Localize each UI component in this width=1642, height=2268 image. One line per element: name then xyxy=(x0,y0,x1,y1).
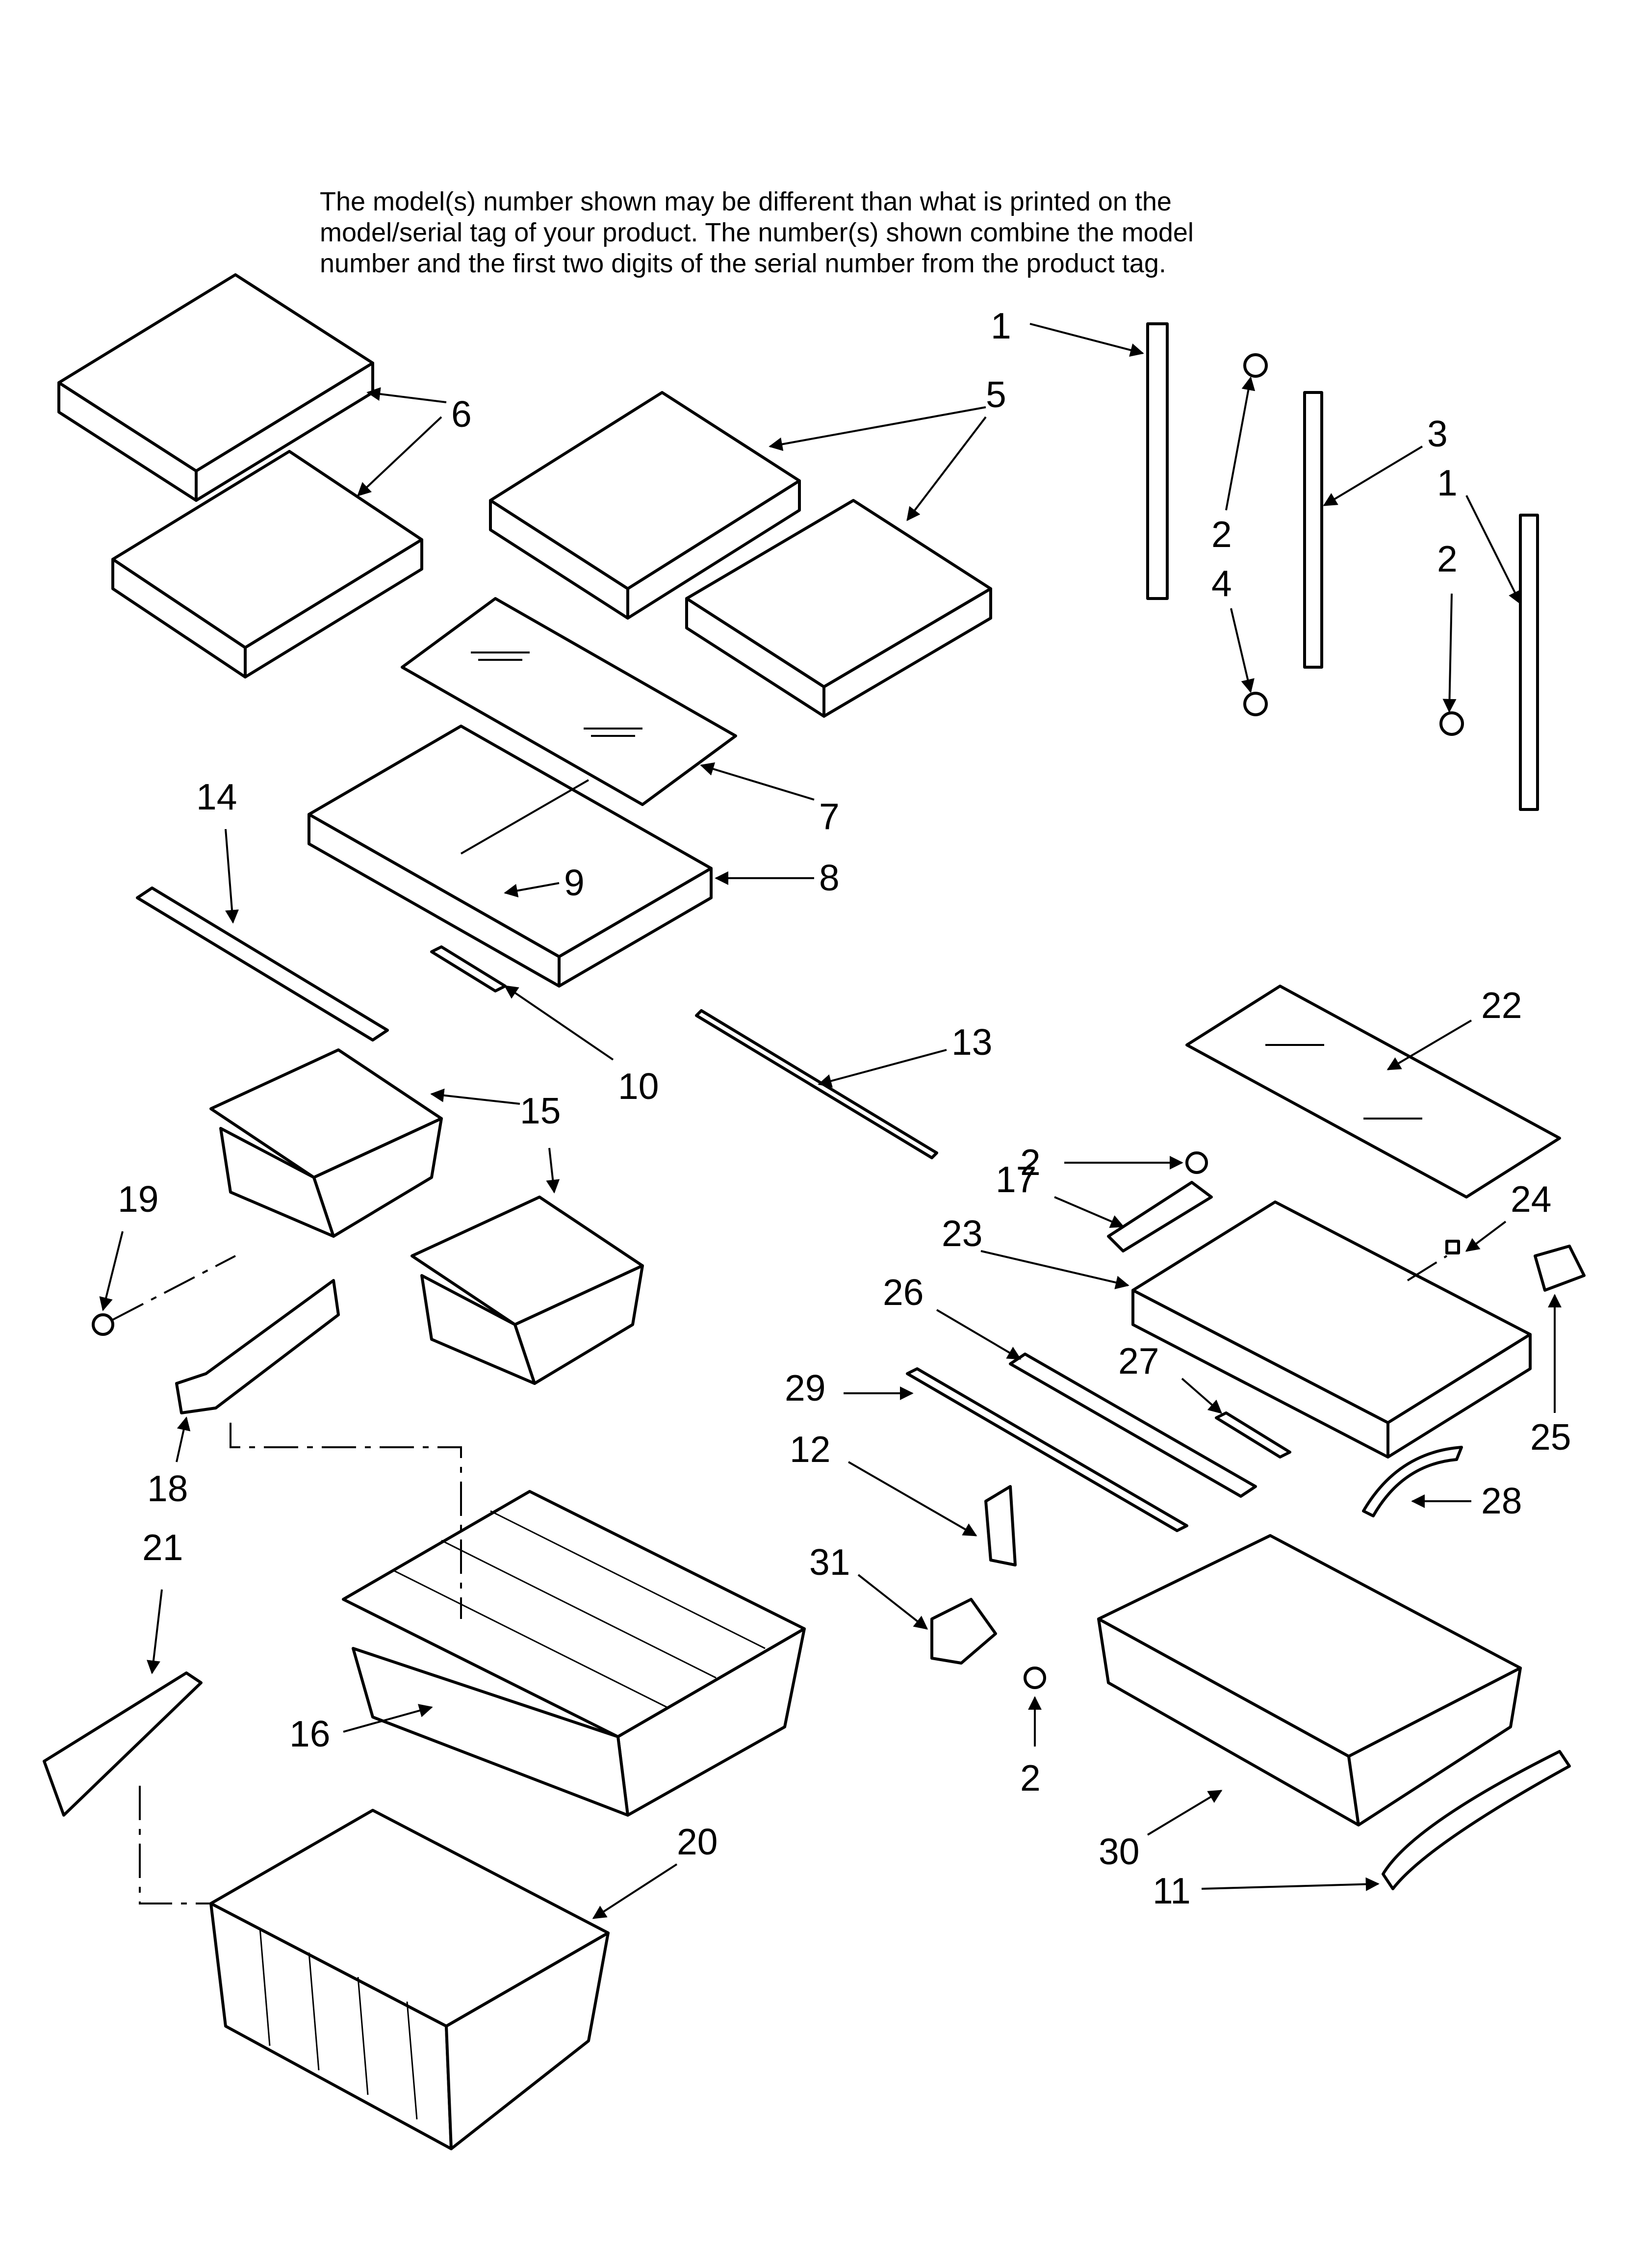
cover-part-31 xyxy=(930,1598,997,1665)
callout-21: 21 xyxy=(142,1527,183,1568)
callout-4: 4 xyxy=(1211,563,1232,604)
screw-part-4 xyxy=(1243,692,1268,716)
callout-10: 10 xyxy=(618,1066,659,1107)
callout-19: 19 xyxy=(118,1178,158,1220)
callout-13: 13 xyxy=(951,1021,992,1063)
leader-lines xyxy=(99,323,1562,1919)
callout-24: 24 xyxy=(1511,1178,1551,1220)
note-line-2: model/serial tag of your product. The nu… xyxy=(320,218,1194,247)
callout-28: 28 xyxy=(1481,1480,1522,1521)
callout-3: 3 xyxy=(1427,413,1448,454)
screw-part-2-mid xyxy=(1185,1151,1208,1174)
connection-line-24 xyxy=(1407,1255,1448,1281)
callout-11: 11 xyxy=(1153,1870,1191,1911)
wire-basket-part-20 xyxy=(209,1809,610,2150)
callout-16: 16 xyxy=(289,1713,330,1754)
callout-29: 29 xyxy=(785,1367,825,1408)
callout-2a: 2 xyxy=(1211,514,1232,555)
crisper-drawer-part-15-right xyxy=(410,1196,644,1385)
wire-part-28 xyxy=(1362,1446,1463,1517)
frame-part-23 xyxy=(1131,1200,1532,1459)
callout-17: 17 xyxy=(996,1159,1036,1200)
shelf-part-6-lower xyxy=(111,450,423,678)
rail-part-1-right xyxy=(1519,514,1539,811)
callout-2d: 2 xyxy=(1020,1757,1041,1799)
callout-27: 27 xyxy=(1118,1340,1159,1382)
callout-25: 25 xyxy=(1530,1416,1571,1458)
rod-part-13 xyxy=(695,1009,938,1159)
rail-part-1-left xyxy=(1146,322,1169,600)
clip-part-27 xyxy=(1215,1411,1291,1459)
callout-22: 22 xyxy=(1481,985,1522,1026)
callout-20: 20 xyxy=(677,1821,718,1862)
callout-5: 5 xyxy=(986,374,1006,415)
crisper-drawer-part-15-left xyxy=(209,1048,443,1238)
connection-line-18-16 xyxy=(230,1423,462,1619)
glass-shelf-part-7 xyxy=(401,597,737,806)
clip-part-10 xyxy=(430,945,507,992)
bracket-part-18 xyxy=(175,1279,340,1414)
callout-8: 8 xyxy=(819,857,840,898)
trim-part-14 xyxy=(136,886,389,1042)
screw-part-19 xyxy=(92,1313,114,1336)
rail-part-29 xyxy=(906,1367,1188,1532)
callout-14: 14 xyxy=(196,776,237,817)
callout-2c: 2 xyxy=(1020,1142,1041,1183)
callout-15: 15 xyxy=(520,1090,561,1131)
callout-2b: 2 xyxy=(1437,538,1458,579)
screw-part-2-bottom xyxy=(1024,1667,1046,1689)
callout-7: 7 xyxy=(819,796,840,837)
screw-part-2-right xyxy=(1439,711,1464,736)
note-line-3: number and the first two digits of the s… xyxy=(320,249,1166,278)
deli-drawer-part-30 xyxy=(1097,1534,1522,1826)
callout-23: 23 xyxy=(942,1213,982,1254)
connection-line-19-18 xyxy=(112,1255,236,1321)
callout-9: 9 xyxy=(564,862,585,903)
callout-31: 31 xyxy=(809,1541,850,1583)
shelf-part-6-upper xyxy=(57,273,374,502)
bracket-part-12 xyxy=(984,1485,1017,1566)
divider-part-21 xyxy=(43,1671,203,1817)
callout-1a: 1 xyxy=(991,305,1011,346)
note-line-1: The model(s) number shown may be differe… xyxy=(320,187,1172,216)
callout-1b: 1 xyxy=(1437,462,1458,503)
handle-part-11 xyxy=(1382,1750,1571,1890)
callout-30: 30 xyxy=(1099,1831,1139,1872)
callout-6: 6 xyxy=(451,393,472,435)
wire-basket-part-16 xyxy=(342,1490,806,1817)
screw-part-2-top xyxy=(1243,353,1268,378)
diagram-note: The model(s) number shown may be differe… xyxy=(320,186,1350,279)
shelf-part-5-upper xyxy=(489,391,801,620)
clip-part-24 xyxy=(1445,1240,1460,1254)
hinge-part-25 xyxy=(1534,1245,1586,1292)
glass-shelf-part-22 xyxy=(1185,985,1561,1199)
bracket-part-17 xyxy=(1107,1181,1213,1252)
callout-labels: 1 5 6 3 1 2 4 2 7 8 9 14 10 13 22 15 2 1… xyxy=(118,305,1571,1911)
callout-26: 26 xyxy=(883,1272,924,1313)
shelf-part-5-lower xyxy=(685,499,992,718)
callout-12: 12 xyxy=(790,1429,830,1470)
callout-18: 18 xyxy=(147,1468,188,1509)
frame-part-8 xyxy=(308,725,713,988)
rail-part-3 xyxy=(1303,391,1323,669)
connection-line-21-20 xyxy=(139,1786,211,1904)
